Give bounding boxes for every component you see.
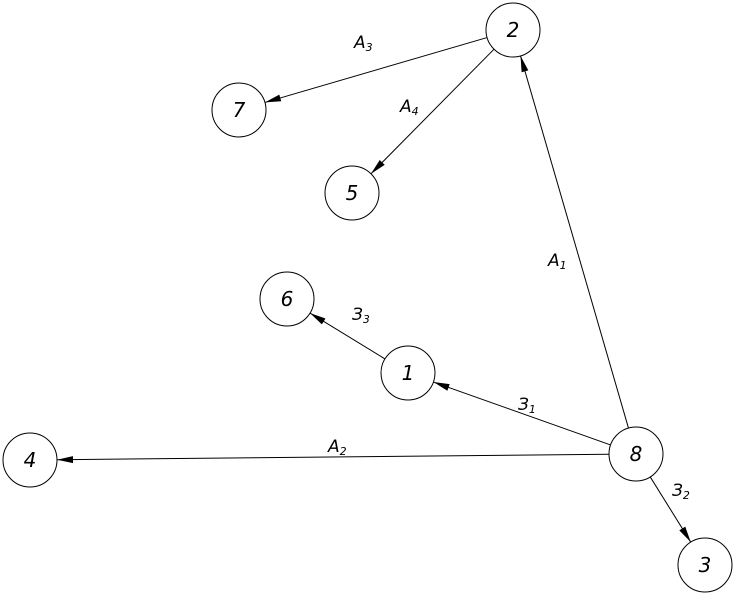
node-circle — [2, 432, 58, 488]
node-label: 7 — [233, 98, 246, 122]
edge-label: A2 — [327, 437, 347, 458]
edge-label: A1 — [547, 251, 567, 272]
node-label: 5 — [346, 181, 359, 205]
edge-2-5: A4 — [370, 48, 495, 175]
arrowhead-icon — [264, 94, 282, 103]
edge-8-2: A1 — [520, 55, 629, 429]
node-label: 3 — [699, 553, 712, 577]
node-label: 6 — [281, 287, 294, 311]
edge-label: З3 — [352, 305, 370, 326]
arrowhead-icon — [310, 313, 326, 325]
node-7: 7 — [211, 82, 267, 138]
edge-line — [433, 381, 611, 446]
node-circle — [485, 2, 541, 58]
edge-2-7: A3 — [264, 33, 488, 103]
edge-8-1: З1 — [433, 381, 611, 446]
edge-label: З1 — [518, 395, 536, 416]
node-circle — [608, 426, 664, 482]
arrowhead-icon — [370, 159, 385, 174]
edge-label: З2 — [672, 481, 690, 502]
arrowhead-icon — [679, 526, 691, 543]
node-label: 4 — [24, 448, 37, 472]
node-circle — [380, 345, 436, 401]
node-8: 8 — [608, 426, 664, 482]
node-circle — [324, 165, 380, 221]
node-circle — [211, 82, 267, 138]
edge-1-6: З3 — [309, 305, 386, 360]
node-3: 3 — [677, 537, 733, 593]
edge-line — [520, 55, 629, 429]
node-6: 6 — [259, 271, 315, 327]
arrowhead-icon — [56, 456, 74, 464]
edge-line — [370, 48, 495, 175]
node-1: 1 — [380, 345, 436, 401]
edge-8-4: A2 — [56, 437, 610, 464]
node-label: 1 — [402, 361, 415, 385]
edge-8-3: З2 — [649, 476, 692, 543]
node-5: 5 — [324, 165, 380, 221]
node-circle — [259, 271, 315, 327]
node-circle — [677, 537, 733, 593]
arrowhead-icon — [433, 382, 450, 391]
node-label: 8 — [630, 442, 643, 466]
edge-line — [56, 453, 610, 461]
edge-label: A3 — [353, 33, 373, 54]
arrowhead-icon — [520, 55, 529, 73]
edge-label: A4 — [399, 97, 419, 118]
node-4: 4 — [2, 432, 58, 488]
node-label: 2 — [507, 18, 520, 42]
edge-line — [264, 37, 488, 103]
node-2: 2 — [485, 2, 541, 58]
